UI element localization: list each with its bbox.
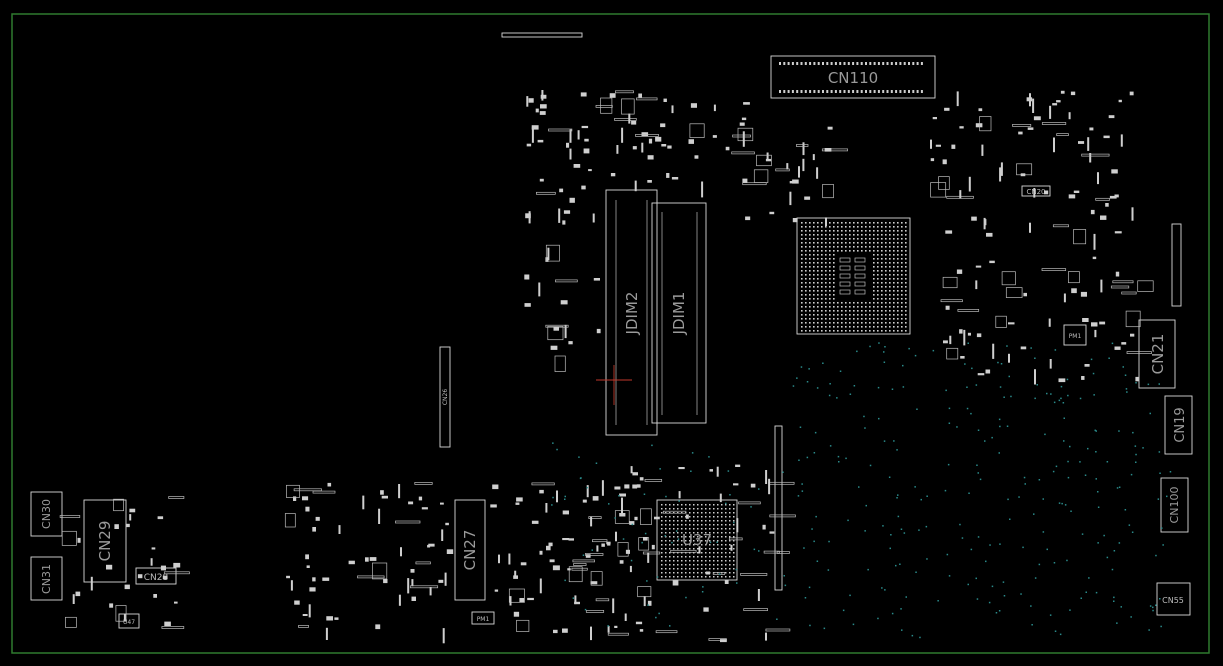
- cn55-label: CN55: [1162, 596, 1184, 605]
- jdim2-label: JDIM2: [623, 292, 641, 336]
- u37-label: U37: [682, 531, 712, 549]
- cn27-label: CN27: [461, 530, 479, 571]
- cn19-label: CN19: [1173, 407, 1188, 442]
- board-outline: [11, 13, 1210, 654]
- jdim1-slot[interactable]: JDIM1: [651, 202, 707, 424]
- cn110-label: CN110: [828, 69, 878, 87]
- cn110-connector[interactable]: CN110: [770, 55, 936, 99]
- vertical-strip-connector: [774, 425, 783, 591]
- cn28-label: CN28: [144, 573, 169, 583]
- cn30-label: CN30: [40, 499, 53, 529]
- pm1-right-chip[interactable]: PM1: [1063, 324, 1087, 346]
- via-dots: [551, 342, 1172, 639]
- cn26-connector[interactable]: CN26: [439, 346, 451, 448]
- cn30-connector[interactable]: CN30: [30, 491, 63, 537]
- cn21-label: CN21: [1149, 334, 1167, 375]
- cn100-label: CN100: [1168, 487, 1181, 524]
- cn29-label: CN29: [96, 521, 114, 562]
- small-components: [59, 90, 1154, 644]
- cn27-connector[interactable]: CN27: [454, 499, 486, 601]
- cn31-connector[interactable]: CN31: [30, 556, 63, 601]
- jdim1-label: JDIM1: [670, 292, 688, 336]
- cn19-connector[interactable]: CN19: [1164, 395, 1193, 455]
- jdim2-slot[interactable]: JDIM2: [596, 189, 658, 436]
- right-vertical-connector: [1171, 223, 1182, 307]
- cn29-connector[interactable]: CN29: [83, 499, 127, 583]
- pm1-bottom-label: PM1: [477, 616, 490, 623]
- u47-label: U47: [123, 619, 135, 626]
- top-strip-connector: [501, 32, 583, 38]
- pm1-bottom-chip[interactable]: PM1: [471, 611, 495, 625]
- cn55-connector[interactable]: CN55: [1156, 582, 1191, 616]
- cn28-connector[interactable]: CN28: [135, 567, 177, 585]
- cpu-socket[interactable]: [796, 217, 911, 335]
- cn21-connector[interactable]: CN21: [1138, 319, 1176, 389]
- cn20-connector[interactable]: CN20: [1021, 185, 1051, 197]
- pm1-right-label: PM1: [1069, 333, 1082, 340]
- cn31-label: CN31: [40, 564, 53, 594]
- cn26-label: CN26: [442, 389, 449, 405]
- cn100-connector[interactable]: CN100: [1160, 477, 1189, 533]
- u37-chip[interactable]: U37: [656, 499, 738, 581]
- cn20-label: CN20: [1026, 188, 1045, 196]
